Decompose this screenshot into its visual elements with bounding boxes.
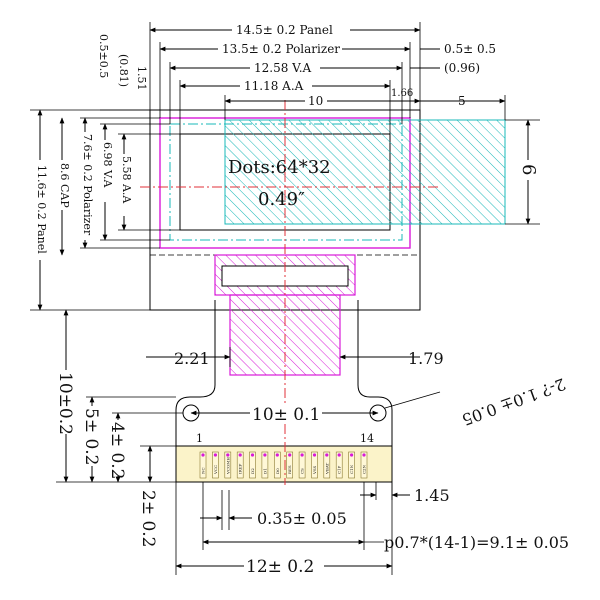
polarizer-width-label: 13.5± 0.2 Polarizer bbox=[222, 42, 340, 56]
hole-spacing-label: 10± 0.1 bbox=[252, 405, 320, 425]
pin-mark bbox=[350, 453, 354, 457]
pin-mark bbox=[288, 453, 292, 457]
pin-name: IREF bbox=[238, 463, 243, 474]
pin-name: RES bbox=[287, 465, 292, 474]
top-dimensions: 14.5± 0.2 Panel 13.5± 0.2 Polarizer 12.5… bbox=[97, 22, 506, 134]
pin-pad bbox=[199, 451, 207, 479]
pin-pad bbox=[298, 451, 306, 479]
panel-width-label: 14.5± 0.2 Panel bbox=[236, 23, 333, 37]
pin-mark bbox=[337, 453, 341, 457]
pin-pad bbox=[236, 451, 244, 479]
pin-pad bbox=[212, 451, 219, 479]
pin-name: C1P bbox=[337, 465, 342, 474]
connector-pads: NC VCC VCOMH IREF D2 D1 D0 RES CS VSS VBAT C1P C1N C2… bbox=[199, 451, 368, 479]
v2-label: 2± 0.2 bbox=[138, 490, 158, 548]
size-label: 0.49″ bbox=[258, 189, 305, 210]
pin-mark bbox=[201, 453, 205, 457]
pin-name: D0 bbox=[275, 468, 280, 474]
pin-name: C2N bbox=[362, 464, 367, 474]
fpc-dimensions: 2.21 1.79 2-? 1.0± 0.05 10± 0.1 10±0.2 5… bbox=[55, 309, 569, 577]
ten-label: 10 bbox=[308, 94, 323, 108]
pin-mark bbox=[226, 453, 230, 457]
pin-mark bbox=[300, 453, 304, 457]
five-label: 5 bbox=[458, 94, 466, 108]
v081-label: (0.81) bbox=[117, 54, 130, 87]
display-module: Dots:64*32 0.49″ bbox=[149, 109, 506, 311]
right-six-label: 6 bbox=[518, 164, 539, 175]
right-096-label: (0.96) bbox=[444, 61, 480, 75]
pin-name: C1N bbox=[349, 464, 354, 474]
pin-pad bbox=[286, 451, 294, 479]
aa-width-label: 11.18 A.A bbox=[244, 79, 304, 93]
hatched-viewing-area bbox=[224, 119, 506, 225]
pin-pad bbox=[360, 451, 368, 479]
pin-name: VSS bbox=[312, 465, 317, 475]
pin-name: D2 bbox=[250, 468, 255, 474]
pin-mark bbox=[238, 453, 242, 457]
right-05-label: 0.5± 0.5 bbox=[444, 42, 496, 56]
left-polarizer-label: 7.6± 0.2 Polarizer bbox=[81, 134, 94, 236]
pin-pad bbox=[249, 451, 256, 479]
pin-name: VCC bbox=[213, 465, 218, 475]
pin-mark bbox=[325, 453, 329, 457]
v10-label: 10±0.2 bbox=[55, 372, 75, 435]
v05-label: 0.5±0.5 bbox=[97, 34, 110, 78]
v166-label: 1.66 bbox=[391, 88, 413, 99]
v4-label: 4± 0.2 bbox=[107, 422, 127, 480]
pin-mark bbox=[275, 453, 279, 457]
hole-label: 2-? 1.0± 0.05 bbox=[459, 374, 568, 429]
pin-name: VBAT bbox=[324, 463, 329, 475]
pin-pad bbox=[261, 451, 269, 479]
va-width-label: 12.58 V.A bbox=[254, 61, 312, 75]
left-aa-label: 5.58 A.A bbox=[120, 156, 133, 204]
pin-mark bbox=[312, 453, 317, 457]
pin-name: CS bbox=[300, 468, 305, 474]
pin-name: D1 bbox=[262, 468, 267, 474]
pin-mark bbox=[362, 453, 366, 457]
pin-pad bbox=[224, 451, 232, 479]
pin-pad bbox=[348, 451, 355, 479]
pin-14-label: 14 bbox=[360, 432, 374, 445]
left-panel-label: 11.6± 0.2 Panel bbox=[35, 165, 48, 254]
pin-pad bbox=[335, 451, 343, 479]
fpc-width-label: 12± 0.2 bbox=[246, 557, 314, 577]
left-va-label: 6.98 V.A bbox=[101, 142, 114, 189]
v5-label: 5± 0.2 bbox=[81, 408, 101, 466]
pin-1-label: 1 bbox=[196, 432, 203, 445]
pin-name: VCOMH bbox=[225, 457, 230, 475]
v151-label: 1.51 bbox=[135, 66, 148, 91]
d221-label: 2.21 bbox=[174, 349, 210, 368]
pin-pad bbox=[273, 451, 281, 479]
pitch-width-label: 0.35± 0.05 bbox=[257, 509, 347, 528]
left-cap-label: 8.6 CAP bbox=[58, 163, 71, 208]
pin-pad bbox=[323, 451, 331, 479]
side-dimensions: 11.6± 0.2 Panel 8.6 CAP 7.6± 0.2 Polariz… bbox=[30, 109, 540, 311]
pin-mark bbox=[263, 453, 267, 457]
pin-pad bbox=[311, 451, 318, 479]
dots-label: Dots:64*32 bbox=[228, 157, 331, 178]
pitch-label: p0.7*(14-1)=9.1± 0.05 bbox=[384, 533, 569, 552]
connector-band bbox=[175, 445, 393, 483]
d145-label: 1.45 bbox=[414, 486, 450, 505]
pin-name: NC bbox=[201, 467, 206, 474]
fpc: NC VCC VCOMH IREF D2 D1 D0 RES CS VSS VBAT C1P C1N C2… bbox=[175, 254, 393, 483]
d179-label: 1.79 bbox=[408, 349, 444, 368]
pin-mark bbox=[250, 453, 255, 457]
pin-mark bbox=[213, 453, 217, 457]
